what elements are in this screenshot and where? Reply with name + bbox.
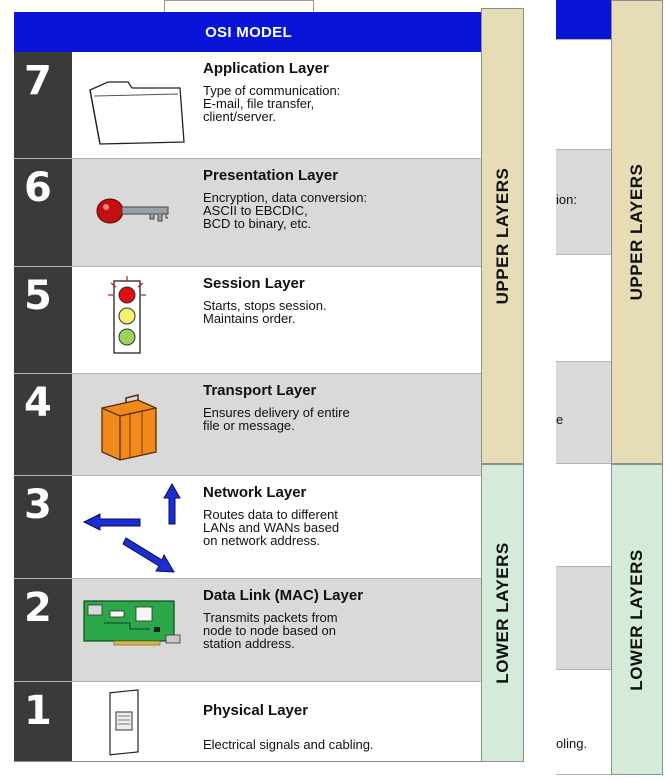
layer-title: Physical Layer	[203, 702, 309, 719]
layer-title: Application Layer	[203, 60, 329, 77]
upper-layers-label: UPPER LAYERS	[492, 167, 512, 305]
key-icon	[80, 159, 204, 266]
duplicate-panel: ion: e oling.	[556, 0, 611, 775]
top-tab	[164, 0, 314, 12]
layer-description: Routes data to different LANs and WANs b…	[203, 507, 340, 548]
lower-layers-label: LOWER LAYERS	[492, 542, 512, 684]
layer-row-3: 3 Network Layer Routes data to different…	[14, 476, 483, 579]
folder-icon	[80, 52, 204, 158]
lower-layers-band-duplicate: LOWER LAYERS	[611, 464, 663, 775]
layer-description: Type of communication: E-mail, file tran…	[203, 83, 341, 124]
suitcase-icon	[80, 374, 204, 475]
upper-layers-label-duplicate: UPPER LAYERS	[627, 163, 646, 301]
layer-title: Data Link (MAC) Layer	[203, 587, 364, 604]
layer-description: Encryption, data conversion: ASCII to EB…	[203, 190, 368, 231]
layer-row-7: 7 Application Layer Type of communicatio…	[14, 52, 483, 159]
duplicate-fragment: oling.	[556, 736, 588, 751]
layer-description: Starts, stops session. Maintains order.	[203, 298, 327, 326]
layer-number: 6	[14, 159, 72, 266]
layer-row-5: 5 Session Layer Starts, stops session. M…	[14, 267, 483, 374]
lower-layers-band: LOWER LAYERS	[481, 464, 524, 762]
layer-number: 3	[14, 476, 72, 578]
osi-model-diagram: OSI MODEL 7 Application Layer Type of co…	[14, 0, 483, 762]
layer-number: 5	[14, 267, 72, 373]
layer-title: Transport Layer	[203, 382, 317, 399]
layer-number: 4	[14, 374, 72, 475]
traffic-light-icon	[80, 267, 204, 373]
layer-title: Session Layer	[203, 275, 305, 292]
layer-row-6: 6 Presentation Layer Encryption, data co…	[14, 159, 483, 267]
layer-description: Ensures delivery of entire file or messa…	[203, 405, 350, 433]
duplicate-fragment: ion:	[556, 192, 577, 207]
diagram-header: OSI MODEL	[14, 12, 483, 52]
layer-description: Electrical signals and cabling.	[203, 737, 374, 752]
network-card-icon	[80, 579, 204, 681]
layer-row-4: 4 Transport Layer Ensures delivery of en…	[14, 374, 483, 476]
layer-row-2: 2 Data Link (MAC) Layer Transmits packet…	[14, 579, 483, 682]
layer-description: Transmits packets from node to node base…	[203, 610, 338, 651]
lower-layers-label-duplicate: LOWER LAYERS	[627, 548, 646, 691]
layer-row-1: 1 Physical Layer Electrical signals and …	[14, 682, 483, 762]
network-jack-icon	[80, 682, 204, 761]
layer-number: 7	[14, 52, 72, 158]
upper-layers-band-duplicate: UPPER LAYERS	[611, 0, 663, 464]
header-title: OSI MODEL	[205, 23, 292, 41]
duplicate-fragment: e	[556, 412, 564, 427]
layer-number: 1	[14, 682, 72, 761]
upper-layers-band: UPPER LAYERS	[481, 8, 524, 464]
layer-number: 2	[14, 579, 72, 681]
layer-title: Presentation Layer	[203, 167, 339, 184]
layer-title: Network Layer	[203, 484, 307, 501]
arrows-icon	[80, 476, 204, 578]
